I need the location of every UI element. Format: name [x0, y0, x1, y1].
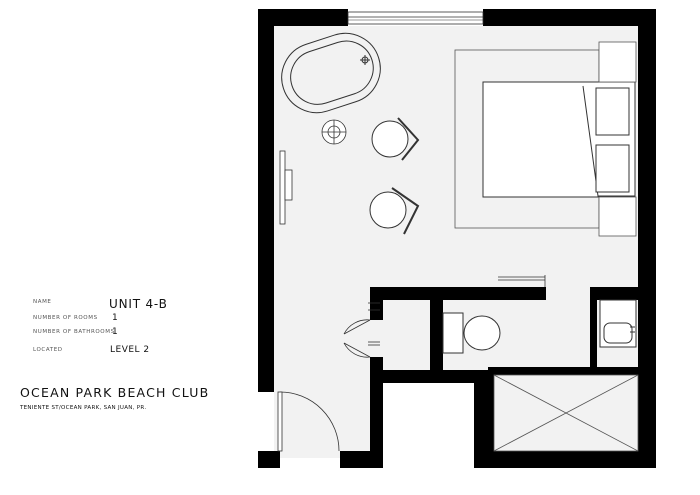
wall-bottom-left-stub — [258, 451, 280, 468]
wall-bottom-right — [474, 451, 656, 468]
toilet — [442, 312, 501, 354]
wall-notch-left — [370, 372, 383, 468]
entry-door — [277, 391, 340, 452]
located-value: LEVEL 2 — [110, 345, 150, 355]
wall-vanity-side — [590, 287, 597, 367]
wall-notch-top — [383, 370, 488, 383]
located-label: LOCATED — [33, 347, 63, 353]
wall-closet-bottom-jamb — [370, 357, 383, 372]
wall-left — [258, 9, 274, 392]
wall-vanity-top — [590, 287, 638, 300]
bed — [482, 81, 636, 198]
project-title: OCEAN PARK BEACH CLUB — [20, 385, 210, 400]
wall-notch-right — [474, 372, 488, 468]
exterior-walls — [258, 9, 656, 468]
interior-walls — [370, 287, 638, 451]
name-label: NAME — [33, 299, 52, 305]
rooms-label: NUMBER OF ROOMS — [33, 315, 98, 321]
chair-lower — [369, 187, 420, 235]
unit-name: UNIT 4-B — [109, 297, 168, 311]
wall-shower-left — [488, 375, 494, 451]
closet-doors — [343, 302, 380, 358]
outside-notch — [383, 383, 474, 468]
rooms-value: 1 — [112, 313, 118, 323]
vanity-sink — [599, 299, 637, 348]
project-address: TENIENTE ST/OCEAN PARK, SAN JUAN, PR. — [20, 405, 147, 411]
wall-bath-divider — [430, 287, 443, 370]
wall-top-left — [258, 9, 348, 26]
wall-right — [638, 9, 656, 468]
shower — [493, 374, 639, 452]
bathrooms-label: NUMBER OF BATHROOMS — [33, 329, 115, 335]
wall-bath-top — [370, 287, 546, 300]
wall-top-right — [483, 9, 656, 26]
towel-bar — [498, 275, 546, 287]
nightstands — [598, 41, 637, 237]
chair-upper — [371, 117, 420, 161]
window-top — [347, 11, 484, 25]
tv-unit — [279, 150, 293, 225]
wall-shower-top — [488, 367, 638, 375]
bathrooms-value: 1 — [112, 327, 118, 337]
bathtub — [281, 32, 381, 114]
side-table — [321, 119, 347, 145]
wall-closet-top-jamb — [370, 287, 383, 320]
